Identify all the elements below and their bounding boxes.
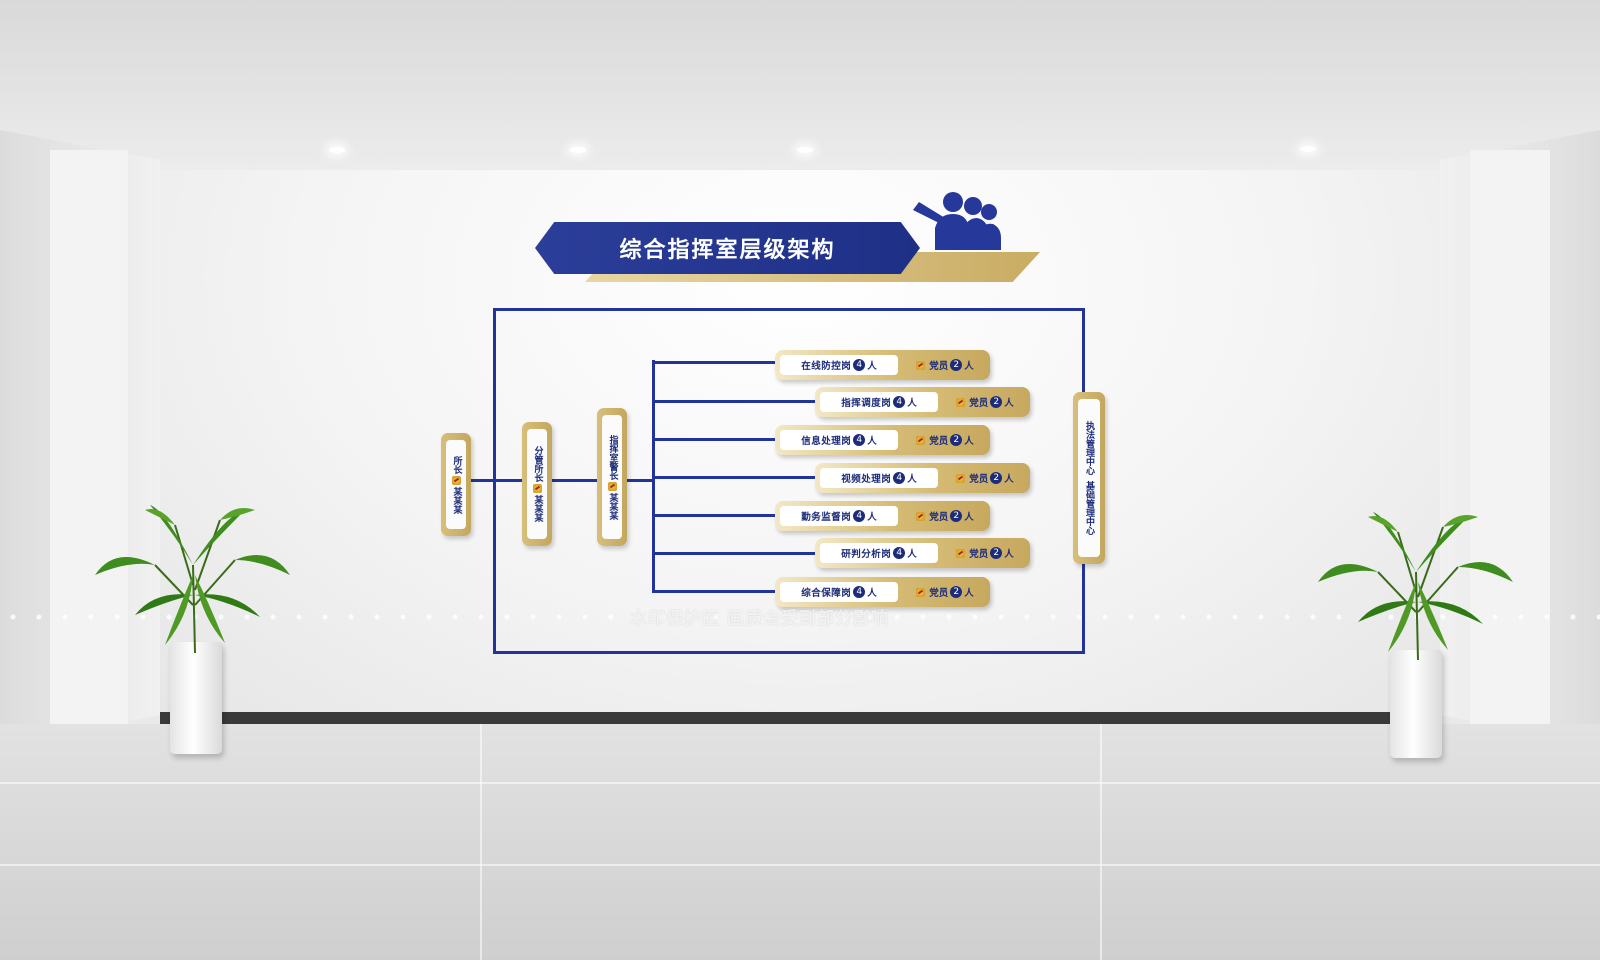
post-card: 勤务监督岗 4 人 党员 2 人 [775, 501, 990, 531]
post-card: 综合保障岗 4 人 党员 2 人 [775, 577, 990, 607]
connector [652, 438, 777, 441]
party-label: 党员 [969, 398, 989, 409]
role-person: 某某某 [451, 486, 462, 514]
potted-plant-right-icon [1318, 512, 1513, 661]
post-count: 4 [893, 547, 906, 559]
post-name: 指挥调度岗 [841, 398, 892, 409]
potted-plant-left-icon [95, 505, 290, 654]
post-name: 信息处理岗 [801, 436, 852, 447]
post-unit: 人 [907, 398, 917, 409]
post-name: 勤务监督岗 [801, 512, 852, 523]
pillar-left [50, 150, 128, 735]
page-title: 综合指挥室层级架构 [619, 238, 836, 263]
post-unit: 人 [907, 474, 917, 485]
connector [652, 590, 777, 593]
post-unit: 人 [867, 512, 877, 523]
post-count: 4 [853, 586, 866, 598]
floor [0, 724, 1600, 960]
party-count: 2 [990, 547, 1003, 559]
post-unit: 人 [867, 588, 877, 599]
planter-left [170, 642, 222, 754]
post-unit: 人 [907, 549, 917, 560]
party-emblem-icon [956, 473, 966, 483]
watermark-pattern [0, 612, 1600, 622]
party-emblem-icon [451, 475, 461, 485]
post-name: 研判分析岗 [841, 549, 892, 560]
connector [652, 400, 817, 403]
ceiling-light [1300, 146, 1316, 152]
post-name: 视频处理岗 [841, 474, 892, 485]
title-banner: 综合指挥室层级架构 [535, 222, 920, 274]
party-label: 党员 [929, 361, 949, 372]
party-unit: 人 [964, 512, 974, 523]
party-label: 党员 [929, 588, 949, 599]
party-count: 2 [950, 359, 963, 371]
management-center-text: 执法管理中心基础管理中心 [1083, 421, 1095, 535]
post-unit: 人 [867, 361, 877, 372]
post-card: 在线防控岗 4 人 党员 2 人 [775, 350, 990, 380]
saluting-officers-icon [913, 192, 1001, 250]
post-name: 在线防控岗 [801, 361, 852, 372]
ceiling-light [329, 147, 345, 153]
ceiling [0, 0, 1600, 170]
role-card-command-sergeant: 指挥室警长 某某某 [597, 408, 627, 546]
party-emblem-icon [916, 587, 926, 597]
watermark-text: 水印保护区 画质会受到部分影响 [630, 609, 889, 629]
role-card-deputy-director: 分管所长 某某某 [522, 422, 552, 546]
party-count: 2 [990, 472, 1003, 484]
party-count: 2 [990, 396, 1003, 408]
party-label: 党员 [969, 549, 989, 560]
role-person: 某某某 [607, 492, 618, 520]
role-card-director: 所长 某某某 [441, 433, 471, 536]
party-unit: 人 [964, 361, 974, 372]
baseboard [160, 712, 1440, 724]
management-center-panel: 执法管理中心基础管理中心 [1073, 392, 1105, 564]
party-emblem-icon [607, 481, 617, 491]
role-title: 指挥室警长 [607, 434, 618, 480]
party-emblem-icon [956, 397, 966, 407]
connector [652, 514, 777, 517]
post-count: 4 [893, 472, 906, 484]
party-label: 党员 [929, 436, 949, 447]
party-unit: 人 [1004, 398, 1014, 409]
post-card: 指挥调度岗 4 人 党员 2 人 [815, 387, 1030, 417]
post-count: 4 [853, 510, 866, 522]
management-center-line1: 执法管理中心 [1084, 421, 1094, 475]
role-person: 某某某 [532, 495, 543, 522]
party-emblem-icon [532, 484, 542, 493]
party-count: 2 [950, 510, 963, 522]
post-count: 4 [893, 396, 906, 408]
pillar-right [1470, 150, 1550, 735]
post-count: 4 [853, 434, 866, 446]
party-emblem-icon [916, 360, 926, 370]
connector [470, 479, 652, 482]
connector [652, 361, 777, 364]
ceiling-light [797, 147, 813, 153]
party-emblem-icon [916, 435, 926, 445]
party-count: 2 [950, 434, 963, 446]
role-title: 分管所长 [532, 446, 543, 482]
ceiling-light [570, 147, 586, 153]
connector [652, 476, 817, 479]
post-card: 研判分析岗 4 人 党员 2 人 [815, 538, 1030, 568]
connector [652, 552, 817, 555]
party-unit: 人 [964, 436, 974, 447]
party-label: 党员 [969, 474, 989, 485]
post-unit: 人 [867, 436, 877, 447]
party-unit: 人 [1004, 474, 1014, 485]
party-emblem-icon [916, 511, 926, 521]
party-label: 党员 [929, 512, 949, 523]
post-card: 信息处理岗 4 人 党员 2 人 [775, 425, 990, 455]
management-center-line2: 基础管理中心 [1084, 481, 1094, 535]
party-count: 2 [950, 586, 963, 598]
post-count: 4 [853, 359, 866, 371]
party-unit: 人 [1004, 549, 1014, 560]
post-name: 综合保障岗 [801, 588, 852, 599]
post-card: 视频处理岗 4 人 党员 2 人 [815, 463, 1030, 493]
planter-right [1390, 650, 1442, 758]
role-title: 所长 [451, 455, 462, 474]
party-unit: 人 [964, 588, 974, 599]
party-emblem-icon [956, 548, 966, 558]
